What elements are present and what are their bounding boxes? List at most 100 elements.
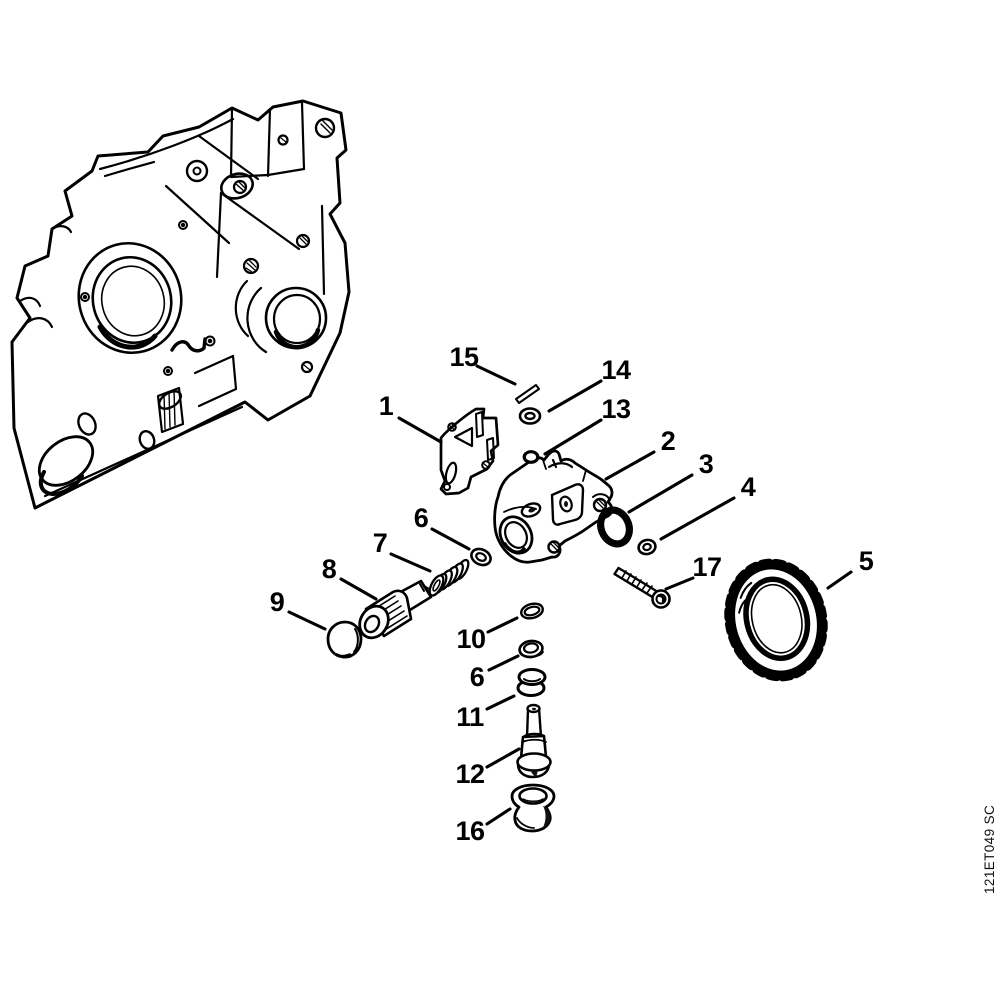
leader-7 (389, 552, 432, 573)
screw-head-inner (655, 593, 667, 605)
callout-1: 1 (379, 391, 394, 421)
crankcase-drawing (10, 99, 351, 510)
case-hole-a (138, 430, 156, 450)
screw-slot (657, 594, 665, 603)
washer-hole (524, 411, 536, 421)
part-16-bushing (510, 783, 556, 833)
part-7-spring (428, 558, 470, 597)
washer-hole (475, 552, 487, 562)
callout-10: 10 (456, 624, 485, 654)
gear-texture (738, 581, 753, 614)
leader-17 (664, 576, 695, 591)
bracket-triangle-hole (453, 426, 474, 448)
pump-bore (498, 515, 534, 555)
hatch (550, 541, 560, 551)
top-hole (185, 159, 209, 183)
part-2-oil-pump-body (493, 449, 614, 564)
screw-head (651, 589, 671, 609)
coil-end-inner (432, 579, 441, 592)
screw-shaft (613, 566, 660, 600)
case-oval-small (77, 412, 97, 436)
leader-4 (659, 496, 736, 541)
leader-1 (397, 416, 443, 444)
callout-16: 16 (455, 816, 485, 846)
leader-5 (826, 570, 853, 590)
hatch (482, 462, 490, 469)
bushing-bottom-arc (516, 817, 535, 829)
part-10-o-ring (520, 602, 544, 620)
leader-16 (485, 807, 512, 826)
callout-17: 17 (692, 552, 721, 582)
top-boss (220, 172, 254, 200)
hatch-block-lines (163, 389, 176, 430)
case-rib-lines (18, 101, 326, 408)
bracket-hole-right (481, 460, 491, 470)
oval-shading (38, 470, 84, 496)
washer-outer (470, 547, 492, 567)
bore-shading (97, 324, 158, 350)
bracket-slot-2 (486, 437, 495, 461)
callout-13: 13 (601, 394, 631, 424)
hatch (448, 422, 457, 431)
hatch-block (156, 386, 185, 434)
leader-13 (543, 418, 603, 456)
washer-outer (518, 407, 542, 425)
callout-14: 14 (601, 355, 631, 385)
flange-notch (531, 770, 538, 778)
pump-recess-cylinder (559, 495, 573, 513)
adjuster-tip-notch (419, 583, 430, 592)
leader-15 (475, 364, 517, 386)
part-3-seal-ring (597, 506, 633, 548)
part-5-worm-gear (724, 558, 828, 682)
leader-lines (287, 364, 853, 826)
hatch (235, 180, 246, 192)
screw-threads (621, 570, 653, 594)
washer-hole (522, 642, 540, 654)
part-13-ring (522, 450, 540, 464)
callout-15: 15 (449, 342, 479, 372)
pump-creases (503, 459, 587, 554)
cylinder-inner (272, 293, 322, 345)
leader-8 (339, 577, 378, 601)
part-9-cap (326, 620, 363, 659)
coil-shade (523, 678, 541, 683)
part-6-washer-lower (518, 639, 544, 659)
part-15-pin (515, 384, 540, 404)
piston-flange (516, 752, 552, 772)
callout-7: 7 (373, 528, 388, 558)
bracket-slot-1 (475, 411, 484, 438)
gear-teeth (724, 558, 828, 682)
adjuster-bore (363, 614, 381, 634)
callout-8: 8 (322, 554, 337, 584)
pump-bore-inner (504, 521, 528, 549)
cylinder-arc2 (234, 279, 250, 338)
oring-outer (520, 602, 544, 620)
leader-14 (547, 379, 603, 413)
callout-9: 9 (270, 587, 285, 617)
hatch (320, 120, 333, 134)
mid-top-arc (521, 732, 546, 739)
cylinder-arc1 (246, 286, 268, 354)
callout-3: 3 (699, 449, 714, 479)
leader-12 (485, 747, 521, 769)
bushing-shading (542, 806, 551, 829)
cap-shade (336, 653, 351, 657)
part-1-bracket (439, 407, 500, 496)
washer-thickness (639, 550, 655, 556)
pump-recess-hole (564, 501, 568, 507)
leader-11 (485, 694, 516, 711)
hatch (596, 499, 606, 509)
washer-thickness (519, 651, 544, 658)
flange-hole-tr (314, 117, 336, 139)
callout-11: 11 (456, 702, 484, 732)
oring-inner (523, 605, 541, 617)
bearing-flange (77, 241, 183, 355)
oil-pipe-detail (170, 337, 207, 353)
bearing-bore-inner (100, 265, 166, 337)
part-11-spring (516, 668, 547, 697)
leader-3 (627, 473, 694, 514)
hatched-bolt-holes (242, 134, 314, 374)
drawing-code: 121ET049 SC (982, 805, 997, 894)
part-8-adjusting-piston (358, 579, 433, 640)
